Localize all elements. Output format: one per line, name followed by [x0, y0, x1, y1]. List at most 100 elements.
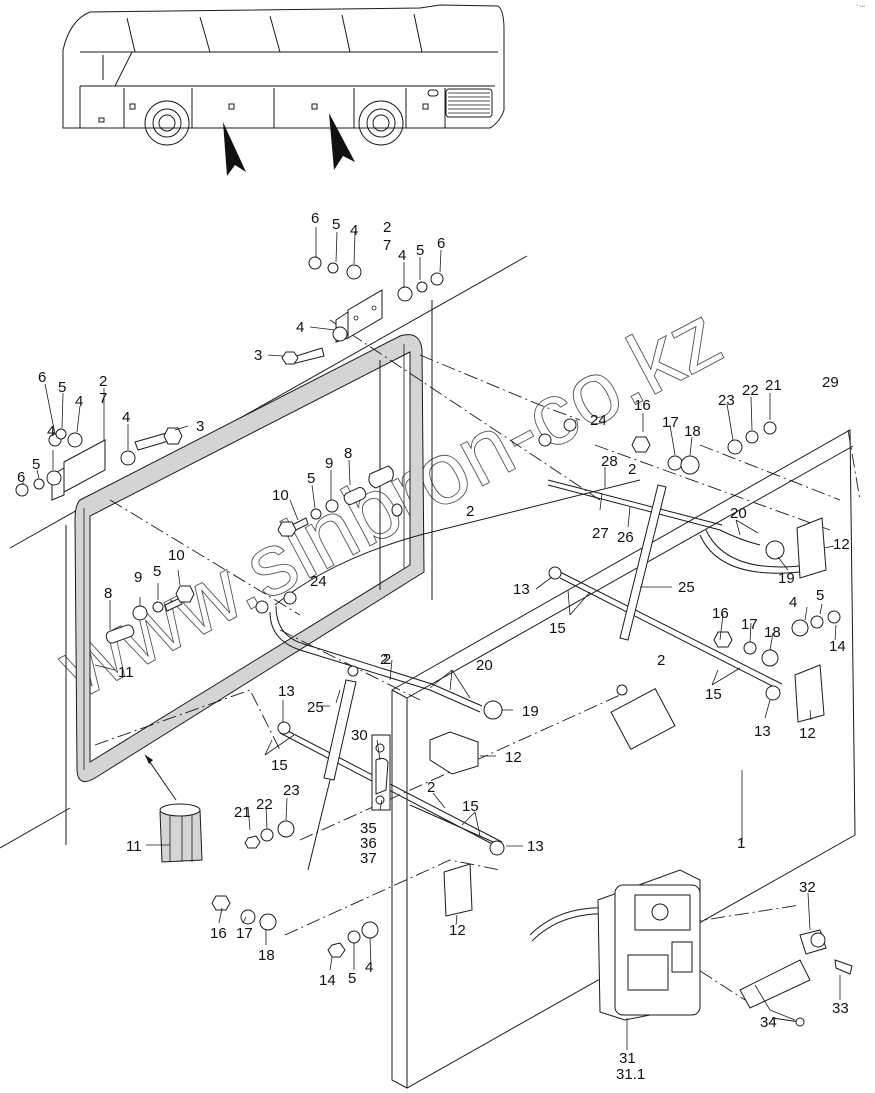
callout: 12 [833, 536, 850, 553]
callout: 13 [278, 683, 295, 700]
seal-profile [144, 754, 203, 863]
callout: 8 [104, 585, 112, 602]
callout: 36 [360, 835, 377, 852]
callout: 13 [754, 723, 771, 740]
callout: 5 [416, 242, 424, 259]
callout: 4 [398, 247, 406, 264]
callout: 6 [437, 235, 445, 252]
callout: 4 [296, 319, 304, 336]
callout: 20 [476, 657, 493, 674]
callout: 9 [134, 569, 142, 586]
cables [269, 479, 801, 849]
callout: 18 [764, 624, 781, 641]
striker-lower [105, 585, 195, 644]
callout: 18 [684, 423, 701, 440]
callout: 12 [505, 749, 522, 766]
bus-overview [62, 4, 505, 176]
callout: 25 [678, 579, 695, 596]
striker-upper [277, 465, 403, 537]
callout: 5 [307, 470, 315, 487]
callout: 31 [619, 1050, 636, 1067]
callout: 13 [527, 838, 544, 855]
callout: 21 [765, 377, 782, 394]
callout: 17 [741, 616, 758, 633]
callout: 3 [254, 347, 262, 364]
callout: 10 [272, 487, 289, 504]
callout: 5 [332, 216, 340, 233]
callout: 15 [462, 798, 479, 815]
callout: 35 [360, 820, 377, 837]
callout: 28 [601, 453, 618, 470]
callout: 15 [705, 686, 722, 703]
callout: 33 [832, 1000, 849, 1017]
callout: 10 [168, 547, 185, 564]
callout: 18 [258, 947, 275, 964]
callout: 2 [466, 503, 474, 520]
ball-joints [277, 540, 785, 856]
callout: 2 [628, 461, 636, 478]
callout: 6 [311, 210, 319, 227]
callout: 2 [99, 373, 107, 390]
callout: 34 [760, 1014, 777, 1031]
callout: 22 [742, 382, 759, 399]
callout: 14 [319, 972, 336, 989]
callout: 5 [816, 587, 824, 604]
callout: 2 [657, 652, 665, 669]
callout: 23 [283, 782, 300, 799]
callout: 4 [350, 222, 358, 239]
callout: 24 [590, 412, 607, 429]
callout: 2 [383, 219, 391, 236]
callout: 12 [799, 725, 816, 742]
corner-mark: ° ••• [856, 4, 865, 10]
callout: 14 [829, 638, 846, 655]
gas-struts [307, 484, 667, 871]
callout: 17 [662, 414, 679, 431]
callout: 11 [126, 838, 142, 855]
callout: 17 [236, 925, 253, 942]
callout: 13 [513, 581, 530, 598]
callout: 24 [310, 573, 327, 590]
callout: 32 [799, 879, 816, 896]
arrow-indicator-left [223, 122, 246, 176]
callout: 3 [196, 418, 204, 435]
callout: 26 [617, 529, 634, 546]
callout: 15 [271, 757, 288, 774]
callout: 25 [307, 699, 324, 716]
callout: 4 [365, 959, 373, 976]
callout: 6 [38, 369, 46, 386]
callout: 1 [737, 835, 745, 852]
callout: 30 [351, 727, 368, 744]
callout: 5 [153, 563, 161, 580]
fasteners [211, 418, 841, 958]
callout-labels: 6 5 4 2 7 4 5 6 4 3 6 5 4 2 7 4 3 4 5 6 … [17, 210, 850, 1083]
callout: 5 [32, 456, 40, 473]
callout: 9 [325, 455, 333, 472]
callout: 16 [210, 925, 227, 942]
callout: 7 [99, 390, 107, 407]
latch [371, 734, 391, 811]
callout: 4 [122, 409, 130, 426]
callout: 23 [718, 392, 735, 409]
callout: 4 [789, 594, 797, 611]
callout: 8 [344, 445, 352, 462]
callout: 37 [360, 850, 377, 867]
callout: 16 [712, 605, 729, 622]
hinge-top [281, 256, 444, 365]
callout: 11 [118, 664, 134, 681]
callout: 2 [383, 651, 391, 668]
arrow-indicator-right [329, 113, 355, 170]
callout: 27 [592, 525, 609, 542]
callout: 19 [522, 703, 539, 720]
callout: 7 [383, 237, 391, 254]
leader-lines [22, 227, 841, 1050]
callout: 16 [634, 397, 651, 414]
callout: 2 [427, 779, 435, 796]
brackets [429, 517, 827, 917]
callout: 31.1 [616, 1066, 645, 1083]
handle-assembly [529, 869, 853, 1027]
callout: 5 [348, 970, 356, 987]
callout: 20 [730, 505, 747, 522]
callout: 15 [549, 620, 566, 637]
callout: 4 [75, 393, 83, 410]
